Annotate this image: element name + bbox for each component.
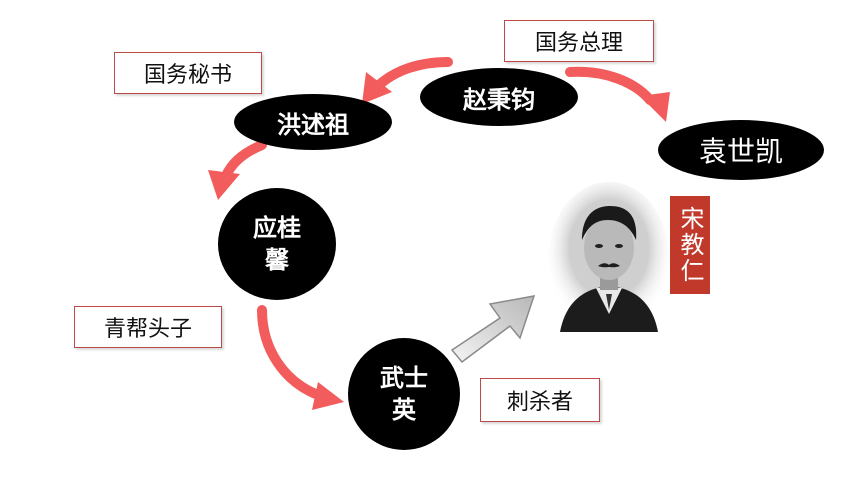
arrow-zhao-to-hong <box>362 57 453 104</box>
node-yuan: 袁世凯 <box>658 120 824 180</box>
node-wu-label: 武士英 <box>380 364 428 424</box>
label-gang-leader: 青帮头子 <box>74 306 222 348</box>
arrow-ying-to-wu <box>257 305 344 410</box>
label-premier-text: 国务总理 <box>534 31 623 56</box>
node-ying: 应桂馨 <box>218 188 336 300</box>
arrow-zhao-to-yuan <box>565 66 670 122</box>
label-secretary-text: 国务秘书 <box>143 63 232 88</box>
node-hong: 洪述祖 <box>234 94 392 150</box>
label-gang-leader-text: 青帮头子 <box>103 317 192 342</box>
arrow-wu-to-song <box>450 295 536 364</box>
label-assassin-text: 刺杀者 <box>506 390 573 415</box>
node-zhao-label: 赵秉钧 <box>463 85 535 114</box>
arrow-hong-to-ying <box>208 140 267 200</box>
label-assassin: 刺杀者 <box>480 378 600 422</box>
node-zhao: 赵秉钧 <box>420 68 578 126</box>
label-premier: 国务总理 <box>504 20 654 62</box>
node-ying-label: 应桂馨 <box>253 214 301 274</box>
node-hong-label: 洪述祖 <box>277 110 349 139</box>
label-secretary: 国务秘书 <box>114 52 262 94</box>
node-wu: 武士英 <box>348 338 460 450</box>
portrait-name-label: 宋教仁 <box>670 196 710 294</box>
portrait-song <box>549 182 669 332</box>
portrait-name-text: 宋教仁 <box>676 206 704 284</box>
node-yuan-label: 袁世凯 <box>698 135 783 168</box>
